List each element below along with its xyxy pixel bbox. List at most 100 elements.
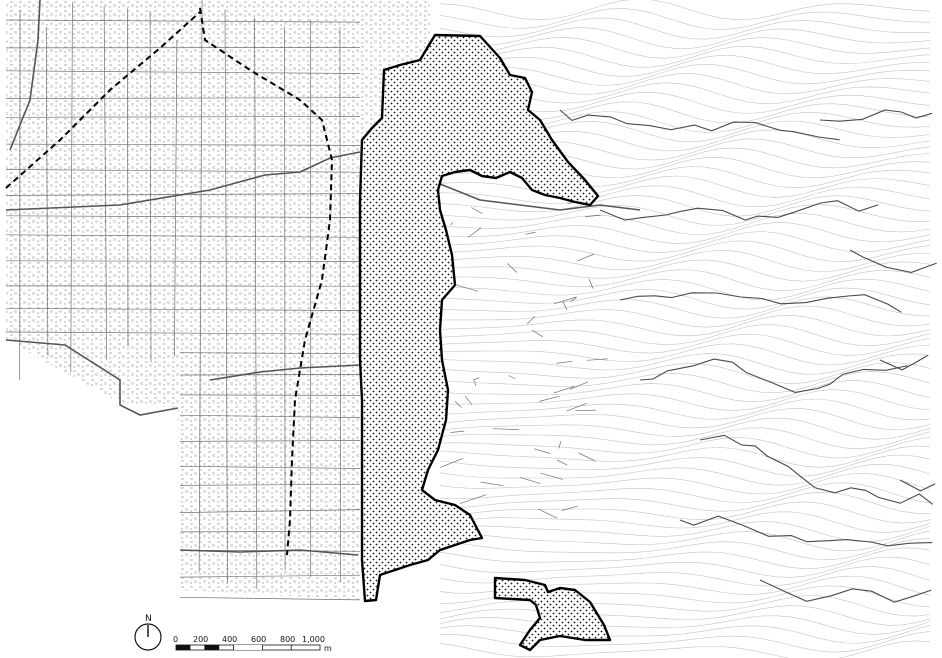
road-line (127, 8, 129, 347)
road-line (179, 394, 361, 396)
contour-line (439, 269, 931, 291)
contour-line (439, 333, 931, 356)
contour-line (439, 595, 931, 617)
road-line (5, 215, 361, 218)
road-line (45, 26, 49, 356)
road-line (569, 381, 589, 390)
road-line (556, 360, 573, 364)
road-line (5, 331, 361, 335)
road-line (492, 428, 520, 431)
road-line (452, 283, 478, 292)
road-line (284, 26, 286, 571)
stream-line (559, 109, 840, 141)
road-line (577, 253, 595, 262)
contour-line (439, 8, 931, 30)
road-line (506, 263, 518, 273)
road-line (534, 448, 551, 454)
contour-line (439, 380, 931, 402)
contour-line (439, 427, 931, 450)
contour-line (439, 278, 931, 301)
road-line (561, 505, 578, 511)
contour-line (439, 538, 931, 561)
contour-line (439, 54, 931, 77)
road-network (5, 0, 609, 601)
contour-line (439, 213, 931, 235)
road-line (539, 395, 560, 402)
contour-line (439, 605, 931, 626)
road-line (566, 402, 588, 412)
road-line (179, 596, 361, 601)
scale-tick-200: 200 (193, 635, 208, 644)
stream-line (849, 249, 937, 273)
contour-line (439, 615, 931, 635)
stream-line (619, 292, 902, 313)
contour-line (439, 472, 931, 495)
contour-line (439, 624, 931, 644)
scale-unit: m (324, 644, 332, 653)
road-line (179, 352, 361, 355)
contour-line (439, 437, 931, 459)
contour-line (439, 511, 931, 533)
road-line (5, 143, 361, 146)
stream-line (899, 479, 936, 492)
road-line (558, 441, 562, 449)
road-line (556, 459, 568, 466)
road-line (5, 116, 361, 118)
road-line (179, 483, 361, 486)
stream-line (599, 200, 879, 221)
road-line (553, 386, 575, 394)
road-line (467, 227, 482, 238)
road-line (508, 375, 516, 380)
contour-line (439, 287, 931, 310)
contour-line (439, 222, 931, 245)
contour-line (439, 362, 931, 384)
road-line (464, 395, 473, 406)
contour-line (439, 305, 931, 328)
scale-bar: 0 200 400 600 800 1,000 m (173, 635, 332, 653)
contour-line (439, 491, 930, 514)
contour-line (439, 324, 931, 346)
road-line (587, 358, 609, 361)
road-line (570, 297, 577, 302)
road-line (103, 6, 108, 361)
road-line (532, 330, 544, 338)
contour-line (439, 417, 931, 440)
scale-tick-800: 800 (280, 635, 295, 644)
contour-line (439, 482, 931, 504)
contour-line (439, 398, 931, 421)
contour-line (439, 249, 930, 272)
contour-line (439, 353, 931, 375)
urban-texture (6, 0, 430, 600)
road-line (5, 234, 361, 238)
study-area-main (358, 33, 600, 603)
road-line (553, 296, 577, 305)
road-line (519, 476, 541, 484)
scale-tick-600: 600 (251, 635, 266, 644)
contour-line (439, 240, 931, 263)
scale-tick-0: 0 (173, 635, 178, 644)
contour-line (439, 547, 931, 570)
scale-tick-400: 400 (222, 635, 237, 644)
road-line (254, 17, 258, 589)
scale-tick-1000: 1,000 (302, 635, 325, 644)
road-line (480, 481, 504, 487)
contour-line (439, 408, 931, 430)
north-arrow: N (134, 614, 162, 651)
contour-line (439, 46, 931, 68)
contour-line (439, 37, 931, 59)
contour-line (439, 454, 931, 477)
road-line (562, 301, 568, 311)
contour-line (439, 0, 931, 21)
contour-line (439, 259, 931, 282)
main-roads (5, 0, 641, 556)
road-line (179, 414, 361, 418)
road-line (5, 260, 361, 262)
road-line (179, 374, 361, 376)
stream-line (679, 515, 933, 547)
contour-line (439, 556, 931, 578)
road-line (339, 26, 342, 582)
road-line (584, 214, 601, 218)
contour-line (439, 314, 931, 337)
road-line (179, 465, 361, 469)
